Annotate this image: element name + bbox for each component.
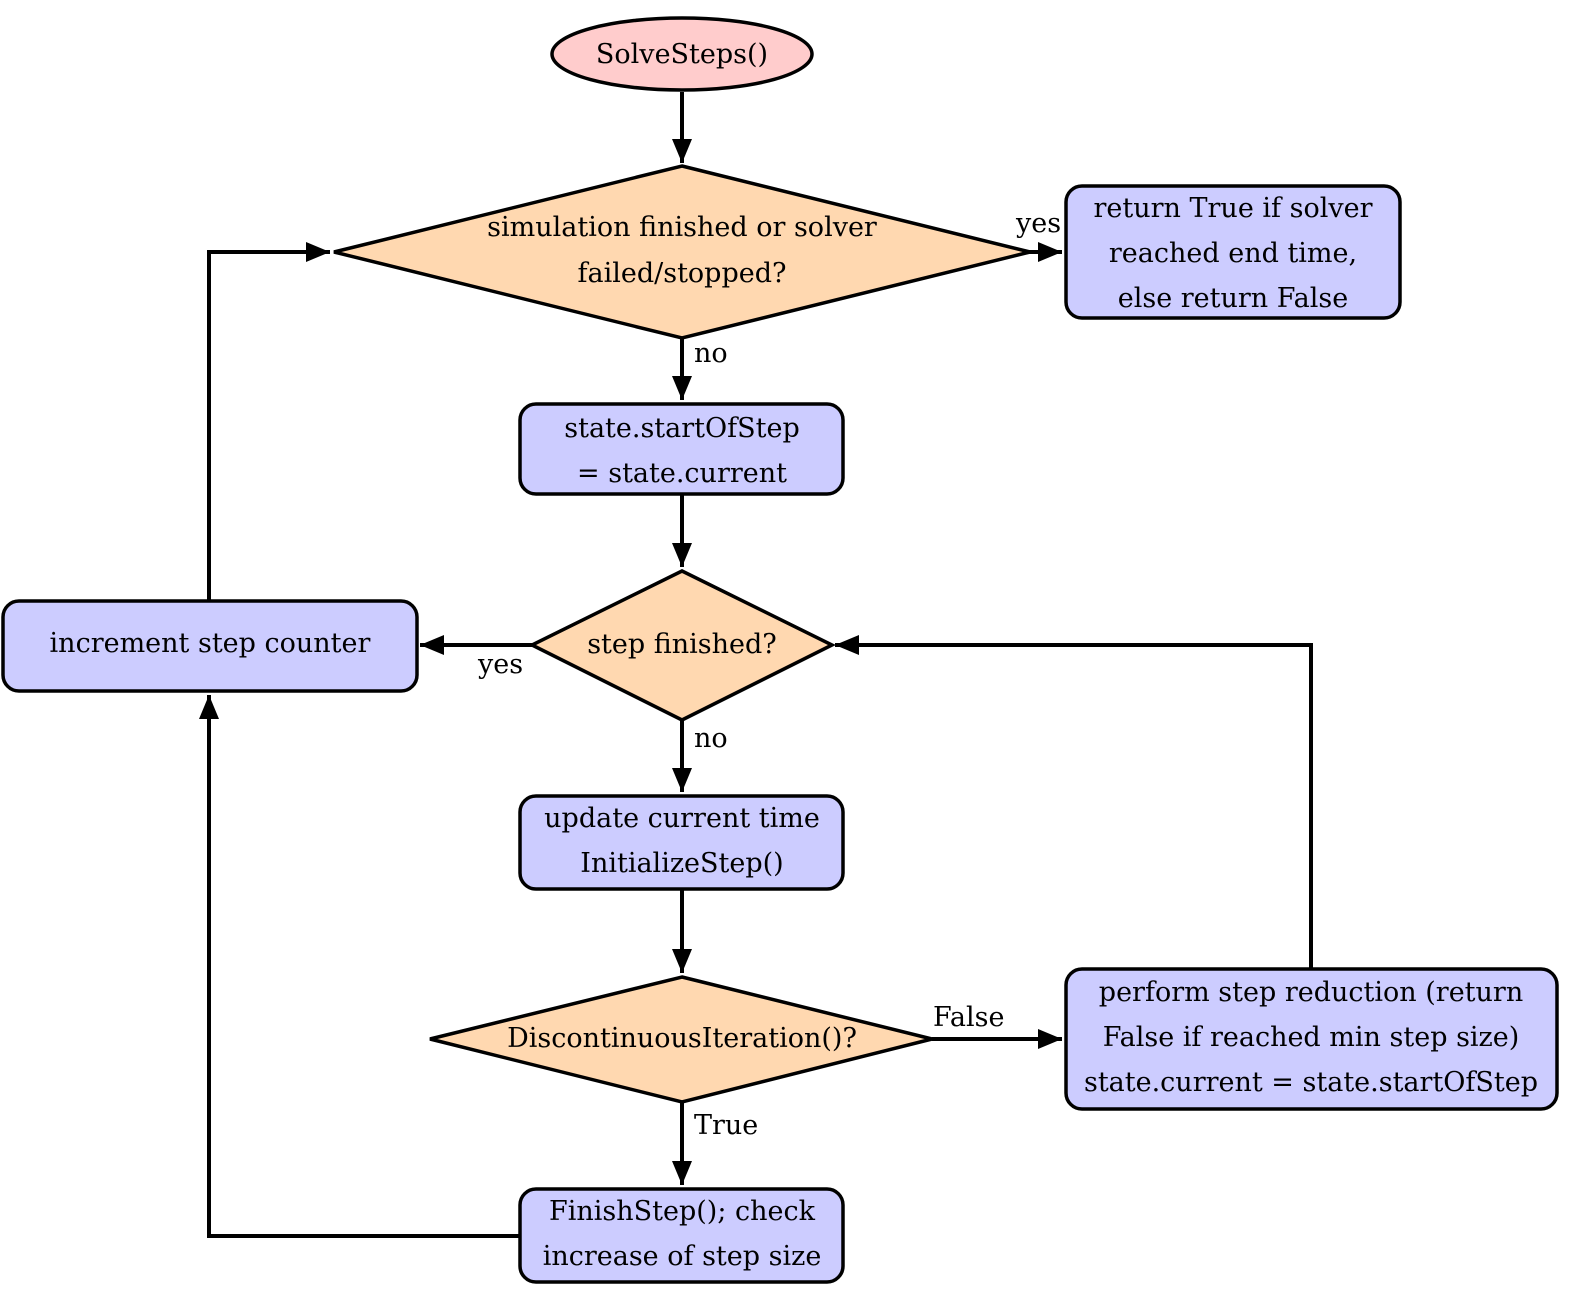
node-start-text-line-1: SolveSteps() <box>596 39 768 70</box>
edge-label-false-reduction: False <box>933 1002 1004 1033</box>
arrow-reduction-to-stepfinished <box>835 635 1313 968</box>
arrow-increment-to-check <box>207 242 330 600</box>
node-save-state-text-line-2: = state.current <box>577 458 787 489</box>
edge-label-no-update: no <box>694 723 728 754</box>
node-return-result-text-line-1: return True if solver <box>1094 193 1373 224</box>
node-start-text: SolveSteps() <box>596 39 768 70</box>
decision-step-finished: step finished? <box>528 569 836 722</box>
decision-simulation-finished-text-line-2: failed/stopped? <box>578 258 787 289</box>
decision-discontinuous-iteration-text: DiscontinuousIteration()? <box>507 1023 857 1054</box>
decision-step-finished-text-line-1: step finished? <box>587 629 777 660</box>
node-return-result-text-line-2: reached end time, <box>1109 238 1357 269</box>
decision-discontinuous-iteration-text-line-1: DiscontinuousIteration()? <box>507 1023 857 1054</box>
decision-simulation-finished-text: simulation finished or solver failed/stop… <box>487 212 877 289</box>
node-increment-counter-text-line-1: increment step counter <box>50 628 371 659</box>
node-save-state-text: state.startOfStep = state.current <box>564 413 800 489</box>
connectors <box>199 92 1313 1238</box>
node-finish-step-text: FinishStep(); check increase of step size <box>543 1196 822 1272</box>
node-step-reduction-text-line-1: perform step reduction (return <box>1099 977 1523 1008</box>
decision-discontinuous-iteration: DiscontinuousIteration()? <box>429 975 933 1104</box>
node-finish-step: FinishStep(); check increase of step size <box>518 1187 845 1284</box>
node-update-time-text-line-1: update current time <box>544 803 820 834</box>
edge-label-no-save: no <box>694 338 728 369</box>
edge-label-yes-increment: yes <box>477 649 523 680</box>
decision-simulation-finished: simulation finished or solver failed/stop… <box>333 164 1031 340</box>
node-step-reduction-text-line-3: state.current = state.startOfStep <box>1084 1067 1538 1098</box>
edge-label-yes-return: yes <box>1015 208 1061 239</box>
edge-label-true-finishstep: True <box>694 1110 758 1141</box>
node-return-result: return True if solver reached end time, el… <box>1064 184 1402 320</box>
node-return-result-text-line-3: else return False <box>1118 283 1349 314</box>
decision-step-finished-text: step finished? <box>587 629 777 660</box>
node-increment-counter-text: increment step counter <box>50 628 371 659</box>
node-save-state-text-line-1: state.startOfStep <box>564 413 800 444</box>
node-increment-counter: increment step counter <box>1 599 419 693</box>
node-start: SolveSteps() <box>550 16 814 92</box>
node-return-result-text: return True if solver reached end time, el… <box>1094 193 1373 314</box>
node-step-reduction-text-line-2: False if reached min step size) <box>1103 1022 1520 1053</box>
arrow-finishstep-to-increment <box>199 695 520 1238</box>
node-finish-step-text-line-2: increase of step size <box>543 1241 822 1272</box>
node-update-time-text-line-2: InitializeStep() <box>580 848 783 879</box>
decision-simulation-finished-text-line-1: simulation finished or solver <box>487 212 877 243</box>
node-save-state: state.startOfStep = state.current <box>518 402 845 496</box>
node-finish-step-text-line-1: FinishStep(); check <box>549 1196 816 1227</box>
